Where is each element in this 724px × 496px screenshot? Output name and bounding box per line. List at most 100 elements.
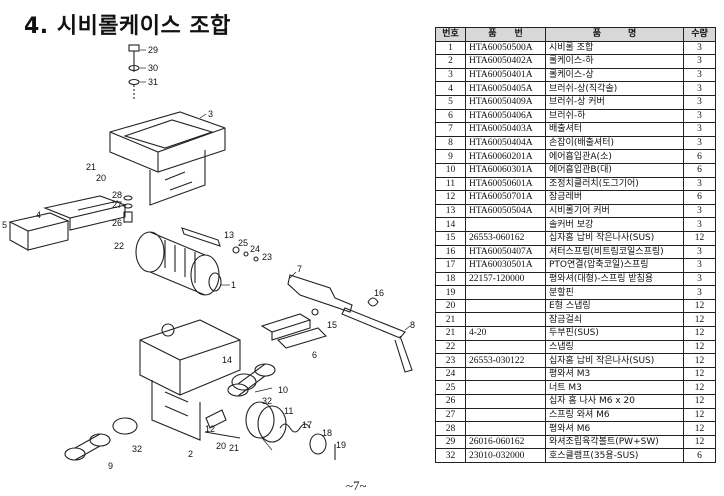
cell-part-number: HTA60050402A bbox=[465, 54, 546, 69]
header-no: 번호 bbox=[435, 27, 466, 42]
cell-part-number bbox=[465, 339, 546, 355]
svg-text:5: 5 bbox=[2, 220, 7, 230]
cell-part-name: 솔커버 보강 bbox=[545, 217, 684, 232]
cell-no: 28 bbox=[435, 421, 466, 436]
cell-quantity: 12 bbox=[683, 366, 716, 382]
cell-part-name: 잠금걸쇠 bbox=[545, 312, 684, 328]
cell-no: 12 bbox=[435, 190, 466, 205]
cell-quantity: 12 bbox=[683, 353, 716, 368]
svg-text:22: 22 bbox=[114, 241, 124, 251]
cell-quantity: 6 bbox=[683, 448, 716, 463]
air-intake-pipe-b bbox=[227, 363, 276, 397]
cell-part-number bbox=[465, 366, 546, 382]
cell-quantity: 12 bbox=[683, 312, 716, 328]
cell-part-name: 브러쉬-상(직각솔) bbox=[545, 81, 684, 96]
cell-quantity: 12 bbox=[683, 434, 716, 450]
cell-quantity: 3 bbox=[683, 244, 716, 260]
cell-part-number: HTA60050405A bbox=[465, 81, 546, 96]
cell-part-name: 시비롤기어 커버 bbox=[545, 203, 684, 219]
cell-no: 25 bbox=[435, 380, 466, 396]
cell-quantity: 3 bbox=[683, 108, 716, 124]
cell-part-number: HTA60050401A bbox=[465, 67, 546, 83]
cell-no: 6 bbox=[435, 108, 466, 124]
cell-part-name: 롤케이스-상 bbox=[545, 67, 684, 83]
cell-part-number: 22157-120000 bbox=[465, 271, 546, 287]
svg-text:30: 30 bbox=[148, 63, 158, 73]
cell-no: 21 bbox=[435, 312, 466, 328]
cell-part-number bbox=[465, 380, 546, 396]
cell-no: 18 bbox=[435, 271, 466, 287]
cell-part-number: HTA60050601A bbox=[465, 176, 546, 192]
cell-part-name: 손잡이(배출셔터) bbox=[545, 135, 684, 151]
cell-no: 20 bbox=[435, 298, 466, 314]
cell-quantity: 3 bbox=[683, 54, 716, 69]
cell-part-name: 십자홈 납비 작은나사(SUS) bbox=[545, 353, 684, 368]
cell-part-number: HTA60030501A bbox=[465, 258, 546, 273]
cell-part-name: PTO연결(압축코일)스프링 bbox=[545, 258, 684, 273]
cell-no: 24 bbox=[435, 366, 466, 382]
screw-set bbox=[123, 195, 133, 223]
cell-quantity: 6 bbox=[683, 190, 716, 205]
cell-no: 17 bbox=[435, 258, 466, 273]
cell-quantity: 12 bbox=[683, 339, 716, 355]
cell-no: 32 bbox=[435, 448, 466, 463]
cell-no: 8 bbox=[435, 135, 466, 151]
exploded-parts-diagram: 29 30 31 3 21 20 28 27 26 4 5 22 13 25 2… bbox=[2, 44, 415, 470]
callout-labels: 29 30 31 3 21 20 28 27 26 4 5 22 13 25 2… bbox=[2, 45, 415, 470]
cell-no: 15 bbox=[435, 230, 466, 246]
svg-text:25: 25 bbox=[238, 238, 248, 248]
svg-text:2: 2 bbox=[188, 449, 193, 459]
cell-no: 4 bbox=[435, 81, 466, 96]
cell-part-name: 십자 홈 나사 M6 x 20 bbox=[545, 394, 684, 409]
fertilizer-roll bbox=[135, 231, 222, 296]
cell-part-number: HTA60060201A bbox=[465, 149, 546, 164]
svg-text:28: 28 bbox=[112, 190, 122, 200]
svg-text:18: 18 bbox=[322, 428, 332, 438]
cell-part-name: 스냅링 bbox=[545, 339, 684, 355]
cell-quantity: 3 bbox=[683, 94, 716, 110]
cell-quantity: 12 bbox=[683, 394, 716, 409]
cell-no: 2 bbox=[435, 54, 466, 69]
cell-no: 5 bbox=[435, 94, 466, 110]
lower-brush bbox=[260, 308, 328, 349]
cell-part-name: 셔터스프링(비트림코일스프링) bbox=[545, 244, 684, 260]
cell-part-number: HTA60050500A bbox=[465, 40, 546, 56]
discharge-shutter bbox=[287, 274, 379, 313]
table-header-row: 번호 품 번 품 명 수량 bbox=[435, 27, 716, 42]
cell-no: 9 bbox=[435, 149, 466, 164]
cell-part-name: 시비롤 조합 bbox=[545, 40, 684, 56]
cell-quantity: 3 bbox=[683, 203, 716, 219]
svg-text:16: 16 bbox=[374, 288, 384, 298]
page-title: 4. 시비롤케이스 조합 bbox=[24, 14, 231, 39]
cell-no: 7 bbox=[435, 122, 466, 137]
cell-part-number: 23010-032000 bbox=[465, 448, 546, 463]
cell-part-number: 26553-060162 bbox=[465, 230, 546, 246]
cell-part-number: 26553-030122 bbox=[465, 353, 546, 368]
dog-clutch-assembly bbox=[245, 401, 336, 460]
lock-lever bbox=[204, 409, 241, 439]
cell-part-name: 두부핀(SUS) bbox=[545, 326, 684, 341]
cell-part-number: HTA60050406A bbox=[465, 108, 546, 124]
cell-quantity: 3 bbox=[683, 258, 716, 273]
cell-part-number: HTA60050409A bbox=[465, 94, 546, 110]
svg-text:31: 31 bbox=[148, 77, 158, 87]
bolt-washer-stack bbox=[128, 44, 140, 100]
cell-part-name: 배출셔터 bbox=[545, 122, 684, 137]
cell-part-number bbox=[465, 407, 546, 423]
cell-part-name: 에어흡입관A(소) bbox=[545, 149, 684, 164]
cell-part-name: 스프링 와셔 M6 bbox=[545, 407, 684, 423]
cell-part-name: 십자홈 납비 작은나사(SUS) bbox=[545, 230, 684, 246]
cell-part-name: 평와셔(대형)-스프링 받침용 bbox=[545, 271, 684, 287]
cell-part-name: 잠금레버 bbox=[545, 190, 684, 205]
